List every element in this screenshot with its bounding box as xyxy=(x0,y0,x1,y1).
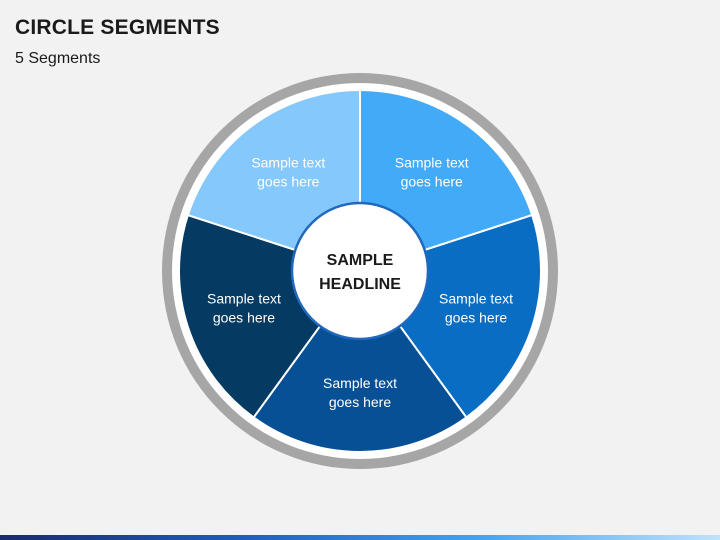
segment-1-label-line1: Sample text xyxy=(395,154,469,170)
segment-2 xyxy=(390,213,542,419)
center-headline-line2: HEADLINE xyxy=(319,276,401,293)
center-headline-line1: SAMPLE xyxy=(327,252,394,269)
segment-3-label-line1: Sample text xyxy=(323,375,397,391)
segment-5-label-line1: Sample text xyxy=(251,154,325,170)
center-circle xyxy=(290,201,430,341)
bottom-accent-bar xyxy=(0,535,720,540)
segment-5 xyxy=(186,88,361,256)
segment-2-label-line2: goes here xyxy=(445,310,507,326)
segment-1 xyxy=(359,88,534,256)
segment-3-label-line2: goes here xyxy=(329,394,391,410)
segment-4-label-line2: goes here xyxy=(213,310,275,326)
segment-2-label-line1: Sample text xyxy=(439,291,513,307)
segment-1-label-line2: goes here xyxy=(401,173,463,189)
segment-5-label-line2: goes here xyxy=(257,173,319,189)
segment-4 xyxy=(178,213,330,419)
segment-3 xyxy=(252,313,468,453)
slide-title: CIRCLE SEGMENTS xyxy=(15,16,220,39)
slide-subtitle: 5 Segments xyxy=(15,50,101,67)
segment-4-label-line1: Sample text xyxy=(207,291,281,307)
